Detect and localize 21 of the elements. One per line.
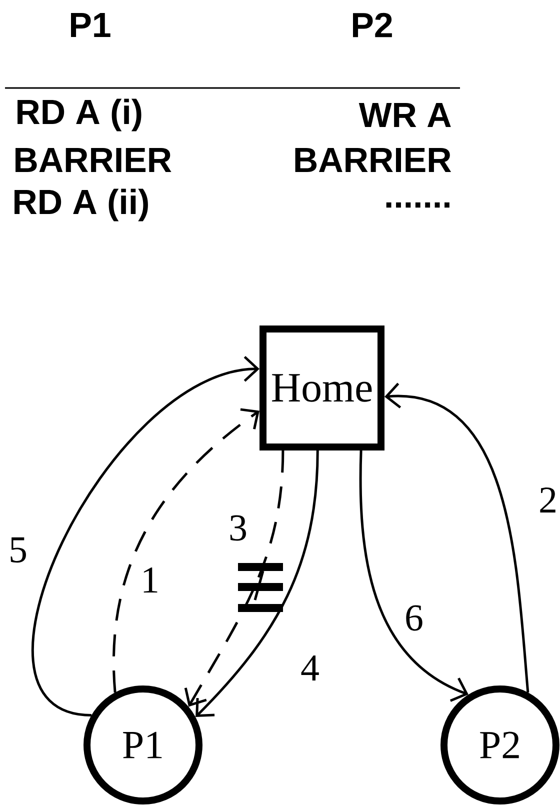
arrow	[184, 450, 284, 707]
table-cell: BARRIER	[295, 148, 452, 172]
table-cell: RD A (i)	[18, 98, 142, 132]
arrow	[112, 408, 260, 693]
home-box: Home	[260, 326, 384, 450]
table-cell: BARRIER	[16, 148, 172, 172]
column-header: P1	[71, 13, 110, 37]
edge-label: 2	[538, 486, 558, 514]
column-header: P2	[353, 12, 392, 38]
table-cell: .......	[386, 202, 450, 208]
edge-label: 4	[300, 654, 320, 682]
edge-label: 3	[228, 514, 248, 542]
arrow	[359, 450, 468, 702]
edge-label: 6	[404, 604, 424, 632]
edge-label: 1	[140, 566, 160, 594]
table-cell: WR A	[358, 103, 451, 127]
edge-label: 5	[8, 536, 28, 564]
arrow	[384, 382, 530, 693]
arrow	[196, 450, 319, 718]
table-cell: RD A (ii)	[14, 188, 148, 222]
arrow	[32, 356, 260, 716]
